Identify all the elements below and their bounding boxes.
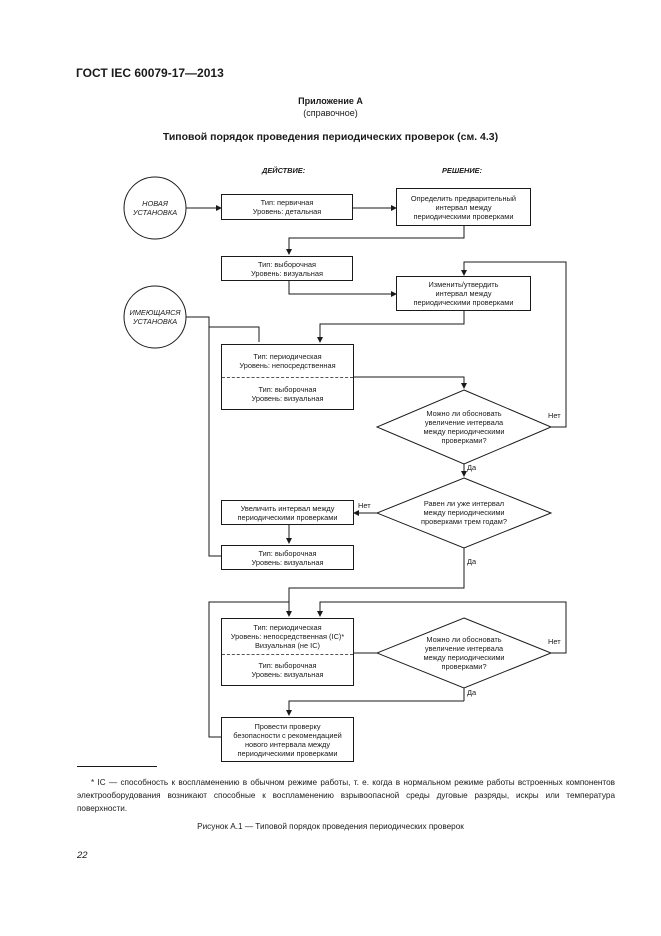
box-text: периодическими проверками (413, 211, 514, 221)
label-yes: Да (467, 688, 477, 697)
box-text: Тип: выборочная (258, 548, 317, 558)
box-sample-inspection-1: Тип: выборочная Уровень: визуальная (221, 256, 353, 281)
label-no: Нет (358, 501, 371, 510)
footnote-divider (77, 766, 157, 767)
decision-increase2-text: Можно ли обосновать увеличение интервала… (404, 635, 524, 671)
new-installation-line: УСТАНОВКА (132, 208, 178, 217)
box-text: интервал между (435, 202, 492, 212)
label-no: Нет (548, 411, 561, 420)
box-text: периодическими проверками (413, 298, 514, 307)
box-text: Уровень: визуальная (251, 670, 324, 680)
box-text: Уровень: визуальная (251, 557, 324, 567)
existing-installation-line: УСТАНОВКА (132, 317, 178, 326)
label-yes: Да (467, 463, 477, 472)
box-periodic-inspection-2: Тип: периодическая Уровень: непосредстве… (221, 618, 354, 686)
box-sample-inspection-2: Тип: выборочная Уровень: визуальная (221, 545, 354, 570)
box-text: Уровень: непосредственная (239, 361, 336, 371)
label-no: Нет (548, 637, 561, 646)
appendix-subtitle: (справочное) (303, 108, 358, 118)
page-number: 22 (77, 850, 88, 861)
decision-text: проверками? (441, 436, 487, 445)
decision-increase-text: Можно ли обосновать увеличение интервала… (404, 409, 524, 445)
decision-text: увеличение интервала (424, 644, 504, 653)
box-text: Тип: первичная (260, 198, 314, 207)
box-text: Увеличить интервал между (240, 503, 335, 513)
existing-installation-line: ИМЕЮЩАЯСЯ (129, 308, 181, 317)
box-determine-interval: Определить предварительный интервал межд… (396, 188, 531, 226)
figure-caption: Рисунок А.1 — Типовой порядок проведения… (197, 822, 464, 831)
footnote: * IC — способность к воспламенению в обы… (77, 778, 615, 813)
decision-text: увеличение интервала (424, 418, 504, 427)
appendix-heading: Типовой порядок проведения периодических… (162, 131, 499, 143)
box-text: Тип: периодическая (253, 623, 322, 633)
decision-text: между периодическими (423, 427, 505, 436)
label-yes: Да (467, 557, 477, 566)
box-periodic-inspection: Тип: периодическая Уровень: непосредстве… (221, 344, 354, 410)
column-action-label: ДЕЙСТВИЕ: (262, 166, 306, 175)
new-installation-line: НОВАЯ (142, 199, 168, 208)
decision-text: между периодическими (423, 653, 505, 662)
existing-installation-label: ИМЕЮЩАЯСЯ УСТАНОВКА (124, 308, 186, 326)
box-text: Изменить/утвердить (428, 280, 499, 289)
box-periodic2-bottom: Тип: выборочная Уровень: визуальная (222, 655, 353, 685)
appendix-title: Приложение А (298, 96, 363, 106)
decision-text: Можно ли обосновать (426, 409, 502, 418)
box-text: периодическими проверками (237, 512, 338, 522)
box-text: Уровень: визуальная (250, 268, 323, 278)
box-text: Уровень: детальная (252, 207, 322, 216)
standard-header: ГОСТ IEC 60079-17—2013 (76, 66, 224, 80)
box-initial-inspection: Тип: первичная Уровень: детальная (221, 194, 353, 220)
new-installation-label: НОВАЯ УСТАНОВКА (124, 199, 186, 217)
box-text: Провести проверку (254, 721, 321, 731)
decision-text: проверками трем годам? (421, 517, 507, 526)
box-text: Уровень: непосредственная (IC)* (230, 632, 345, 642)
box-safety-check: Провести проверку безопасности с рекомен… (221, 717, 354, 762)
decision-text: между периодическими (423, 508, 505, 517)
box-change-interval: Изменить/утвердить интервал между период… (396, 276, 531, 311)
box-text: Тип: выборочная (258, 384, 317, 394)
box-divider (222, 377, 353, 379)
box-text: периодическими проверками (237, 748, 338, 758)
decision-text: проверками? (441, 662, 487, 671)
box-divider (222, 654, 353, 656)
box-text: безопасности с рекомендацией (233, 730, 342, 740)
box-text: интервал между (435, 289, 492, 298)
column-decision-label: РЕШЕНИЕ: (442, 166, 483, 175)
decision-text: Можно ли обосновать (426, 635, 502, 644)
decision-text: Равен ли уже интервал (423, 499, 505, 508)
box-periodic-top: Тип: периодическая Уровень: непосредстве… (222, 345, 353, 377)
box-text: Тип: выборочная (257, 259, 317, 269)
box-text: нового интервала между (244, 739, 331, 749)
box-periodic2-top: Тип: периодическая Уровень: непосредстве… (222, 619, 353, 654)
box-text: Определить предварительный (410, 193, 517, 203)
box-text: Визуальная (не IC) (254, 641, 321, 651)
box-periodic-bottom: Тип: выборочная Уровень: визуальная (222, 378, 353, 409)
box-text: Уровень: визуальная (251, 393, 324, 403)
box-text: Тип: периодическая (253, 352, 322, 362)
box-increase-interval: Увеличить интервал между периодическими … (221, 500, 354, 525)
box-text: Тип: выборочная (258, 661, 317, 671)
decision-three-years-text: Равен ли уже интервал между периодически… (404, 499, 524, 526)
